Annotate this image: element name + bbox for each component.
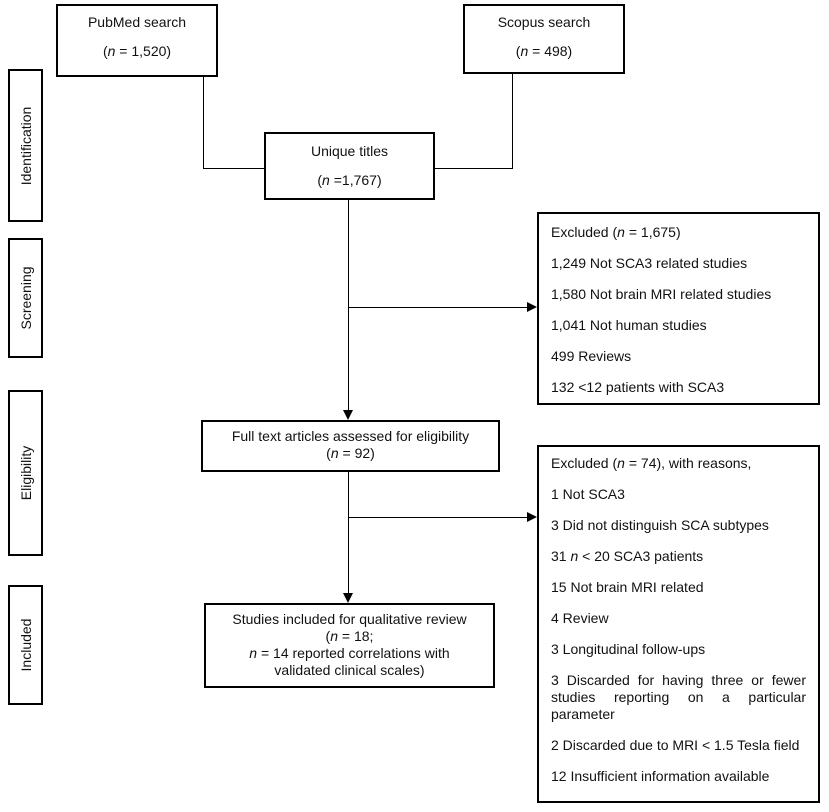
stage-eligibility-label: Eligibility (17, 445, 34, 501)
connector-pubmed-down (203, 77, 204, 168)
full-text-box: Full text articles assessed for eligibil… (201, 420, 500, 472)
excluded-eligibility-item: 1 Not SCA3 (551, 486, 625, 502)
excluded-eligibility-header: Excluded (n = 74), with reasons, (551, 455, 752, 471)
included-line3: n = 14 reported correlations with (249, 645, 450, 661)
excluded-eligibility-item: 3 Did not distinguish SCA subtypes (551, 517, 769, 533)
stage-screening-label: Screening (17, 266, 34, 330)
connector-scopus-left (435, 168, 513, 169)
excluded-eligibility-item: 3 Discarded for having three or fewer st… (551, 672, 806, 722)
unique-title: Unique titles (310, 143, 389, 159)
excluded-screening-item: 1,041 Not human studies (551, 317, 707, 333)
included-line1: Studies included for qualitative review (232, 611, 467, 627)
connector-to-excluded-eligibility (348, 517, 527, 518)
unique-titles-box: Unique titles (n =1,767) (264, 132, 435, 200)
excluded-eligibility-item: 2 Discarded due to MRI < 1.5 Tesla field (551, 737, 800, 753)
stage-screening: Screening (8, 238, 43, 358)
excluded-screening-item: 132 <12 patients with SCA3 (551, 379, 725, 395)
excluded-screening-box: Excluded (n = 1,675) 1,249 Not SCA3 rela… (537, 212, 820, 405)
stage-identification-label: Identification (17, 106, 34, 185)
stage-included: Included (8, 585, 43, 705)
scopus-search-box: Scopus search (n = 498) (463, 4, 625, 74)
connector-unique-down (348, 200, 349, 410)
connector-full-text-down (348, 472, 349, 593)
arrow-to-excluded-eligibility (527, 512, 537, 522)
arrow-to-excluded-screening (527, 302, 537, 312)
included-line4: validated clinical scales) (274, 662, 425, 678)
scopus-title: Scopus search (497, 14, 591, 30)
connector-to-excluded-screening (348, 307, 527, 308)
stage-identification: Identification (8, 69, 43, 222)
full-text-title: Full text articles assessed for eligibil… (231, 428, 470, 444)
pubmed-count: (n = 1,520) (102, 43, 172, 59)
excluded-screening-item: 1,580 Not brain MRI related studies (551, 286, 772, 302)
included-line2: (n = 18; (325, 628, 374, 644)
arrow-to-included (343, 593, 353, 603)
excluded-screening-item: 499 Reviews (551, 348, 632, 364)
excluded-eligibility-item: 12 Insufficient information available (551, 768, 770, 784)
excluded-eligibility-box: Excluded (n = 74), with reasons, 1 Not S… (537, 445, 820, 803)
scopus-count: (n = 498) (515, 43, 573, 59)
arrow-to-full-text (343, 410, 353, 420)
excluded-screening-item: 1,249 Not SCA3 related studies (551, 255, 748, 271)
excluded-eligibility-item: 3 Longitudinal follow-ups (551, 641, 706, 657)
stage-included-label: Included (17, 618, 34, 672)
excluded-eligibility-item: 31 n < 20 SCA3 patients (551, 548, 704, 564)
full-text-count: (n = 92) (326, 445, 375, 461)
included-studies-box: Studies included for qualitative review … (204, 603, 495, 688)
pubmed-search-box: PubMed search (n = 1,520) (56, 4, 218, 77)
connector-pubmed-right (203, 168, 264, 169)
excluded-screening-header: Excluded (n = 1,675) (551, 224, 681, 240)
excluded-eligibility-item: 4 Review (551, 610, 609, 626)
pubmed-title: PubMed search (87, 14, 187, 30)
unique-count: (n =1,767) (317, 172, 382, 188)
connector-scopus-down (512, 74, 513, 168)
stage-eligibility: Eligibility (8, 390, 43, 556)
excluded-eligibility-item: 15 Not brain MRI related (551, 579, 704, 595)
